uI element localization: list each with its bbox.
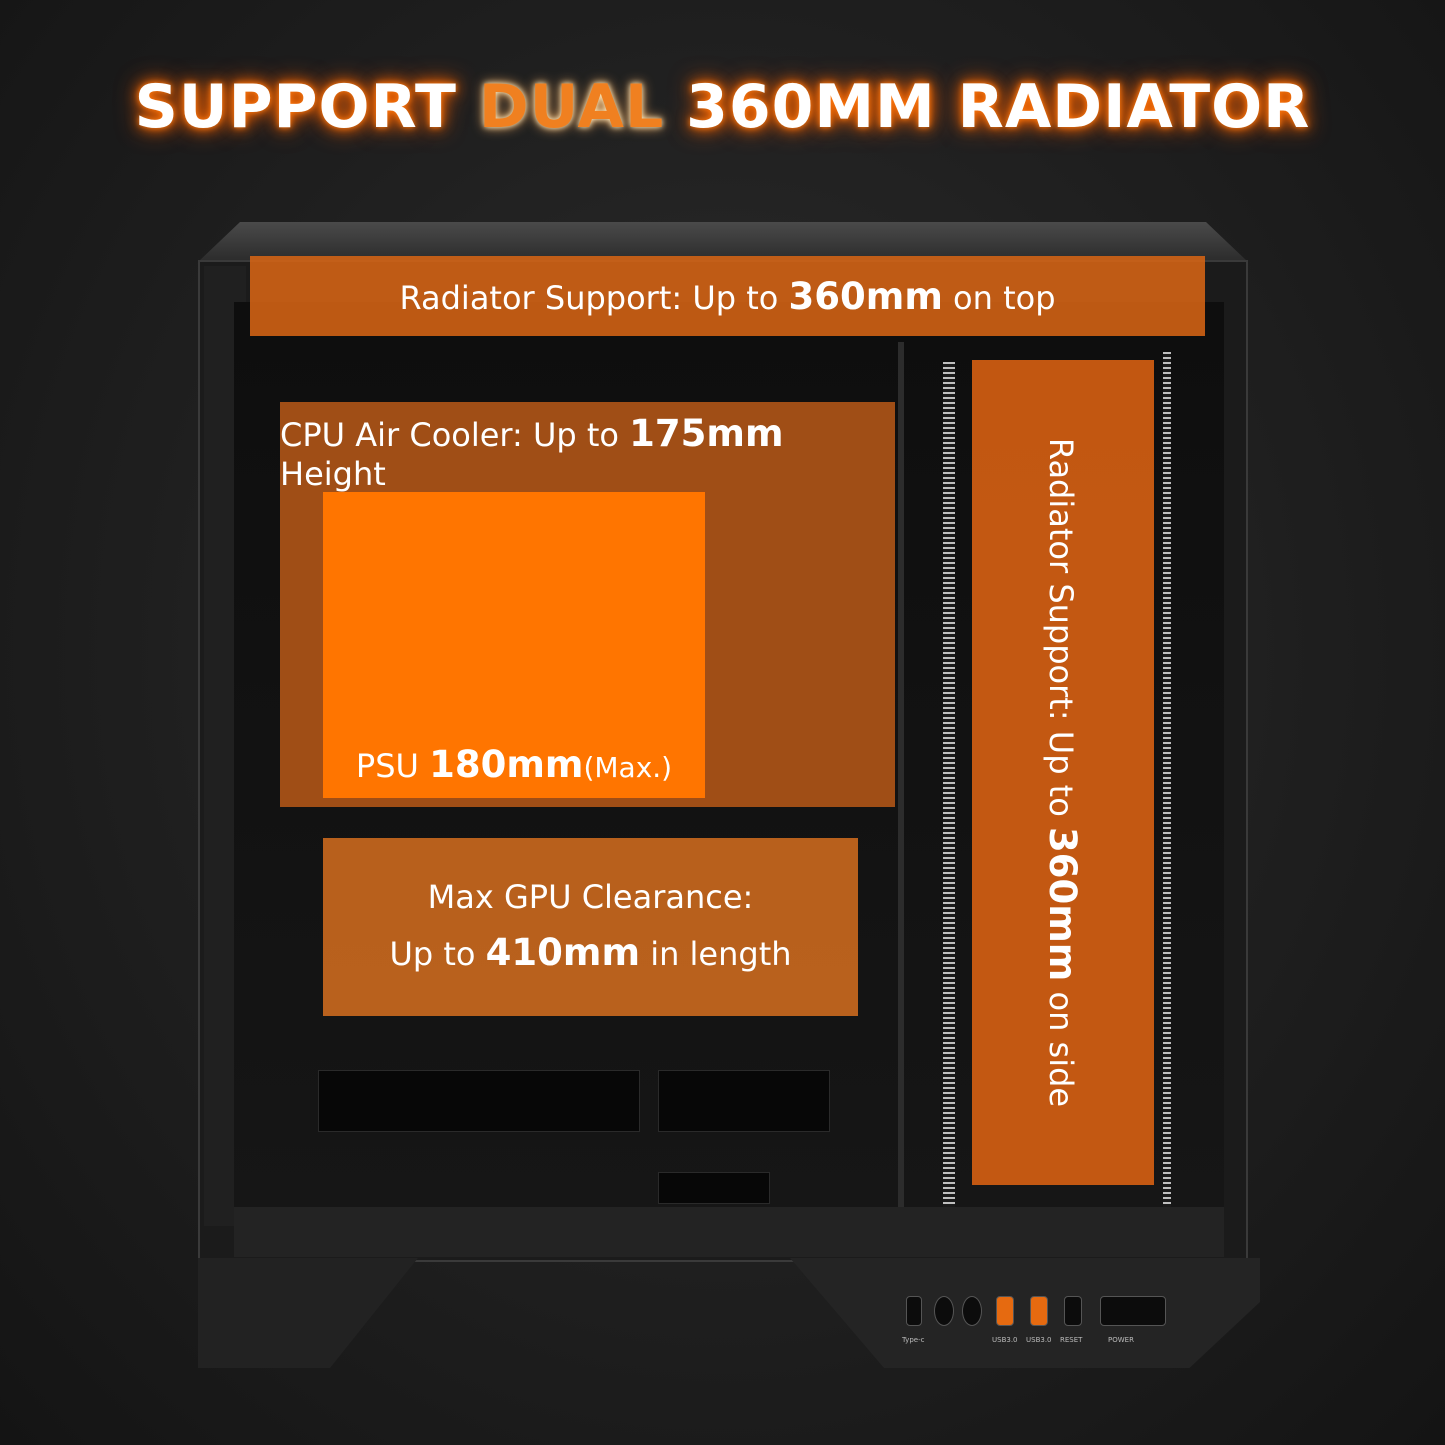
headline-part-1: SUPPORT <box>134 72 479 142</box>
overlay-text: Radiator Support: Up to <box>1042 437 1081 827</box>
overlay-text: PSU <box>355 747 430 785</box>
reset-button-icon <box>1064 1296 1082 1326</box>
io-label: POWER <box>1108 1336 1134 1344</box>
type-c-port-icon <box>906 1296 922 1326</box>
front-io-panel <box>790 1258 1260 1368</box>
case-divider <box>898 342 904 1222</box>
usb-port-icon <box>996 1296 1014 1326</box>
io-label: USB3.0 <box>1026 1336 1052 1344</box>
overlay-text: Max GPU Clearance: <box>427 877 754 916</box>
side-radiator-overlay: Radiator Support: Up to 360mm on side <box>972 360 1154 1185</box>
psu-shroud-slot <box>658 1070 830 1132</box>
headphone-jack-icon <box>962 1296 982 1326</box>
top-radiator-overlay: Radiator Support: Up to 360mm on top <box>250 256 1205 336</box>
overlay-value: 410mm <box>485 931 641 974</box>
mic-jack-icon <box>934 1296 954 1326</box>
psu-overlay: PSU 180mm(Max.) <box>323 492 705 798</box>
psu-shroud-slot <box>658 1172 770 1204</box>
overlay-value: 180mm <box>429 743 584 786</box>
headline-accent: DUAL <box>478 72 665 142</box>
overlay-text: (Max.) <box>583 751 673 784</box>
case-top-panel <box>198 222 1248 262</box>
overlay-text: Up to <box>389 935 486 973</box>
io-label: RESET <box>1060 1336 1083 1344</box>
headline: SUPPORT DUAL 360MM RADIATOR <box>0 72 1445 142</box>
overlay-text: Height <box>280 455 386 493</box>
power-button-icon <box>1100 1296 1166 1326</box>
overlay-value: 360mm <box>788 274 943 318</box>
case-bottom-bar <box>234 1207 1224 1257</box>
overlay-text: CPU Air Cooler: Up to <box>280 416 630 454</box>
gpu-clearance-overlay: Max GPU Clearance: Up to 410mm in length <box>323 838 858 1016</box>
psu-shroud-slot <box>318 1070 640 1132</box>
io-label: USB3.0 <box>992 1336 1018 1344</box>
headline-part-3: 360MM RADIATOR <box>664 72 1311 142</box>
overlay-text: Radiator Support: Up to <box>399 278 789 317</box>
side-rail-strip <box>1163 352 1171 1212</box>
case-foot <box>198 1258 418 1368</box>
overlay-value: 175mm <box>629 412 784 455</box>
usb-port-icon <box>1030 1296 1048 1326</box>
overlay-text: on side <box>1042 981 1081 1108</box>
overlay-text: on top <box>942 278 1056 317</box>
side-fan-strip <box>943 362 955 1212</box>
overlay-value: 360mm <box>1041 826 1085 982</box>
overlay-text: in length <box>640 935 792 973</box>
io-label: Type-c <box>902 1336 925 1344</box>
